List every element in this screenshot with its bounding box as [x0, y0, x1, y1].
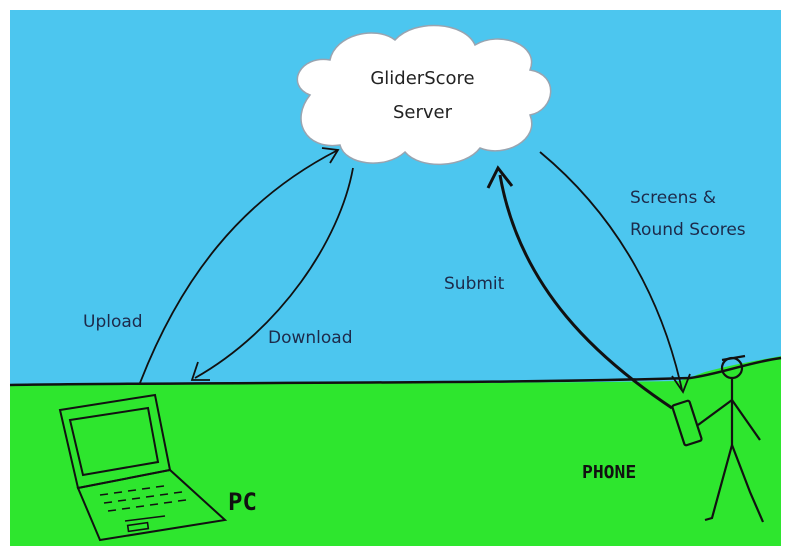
pc-label: PC [228, 488, 257, 516]
server-name-line2: Server [392, 102, 453, 123]
cloud-icon [296, 24, 552, 165]
horizon-line [9, 356, 782, 387]
server-label: GliderScore Server [335, 62, 510, 130]
server-name-line1: GliderScore [370, 68, 475, 89]
screens-label-line2: Round Scores [630, 220, 746, 240]
phone-icon [671, 399, 703, 447]
submit-label: Submit [444, 274, 505, 294]
upload-arrow [139, 147, 340, 384]
upload-label: Upload [83, 312, 143, 332]
laptop-icon [58, 393, 228, 542]
screens-arrow [539, 151, 691, 394]
phone-label: PHONE [582, 462, 637, 483]
person-icon [697, 354, 765, 523]
screens-label-line1: Screens & [630, 188, 716, 208]
submit-arrow [486, 165, 673, 410]
download-label: Download [268, 328, 353, 348]
download-arrow [190, 167, 354, 381]
